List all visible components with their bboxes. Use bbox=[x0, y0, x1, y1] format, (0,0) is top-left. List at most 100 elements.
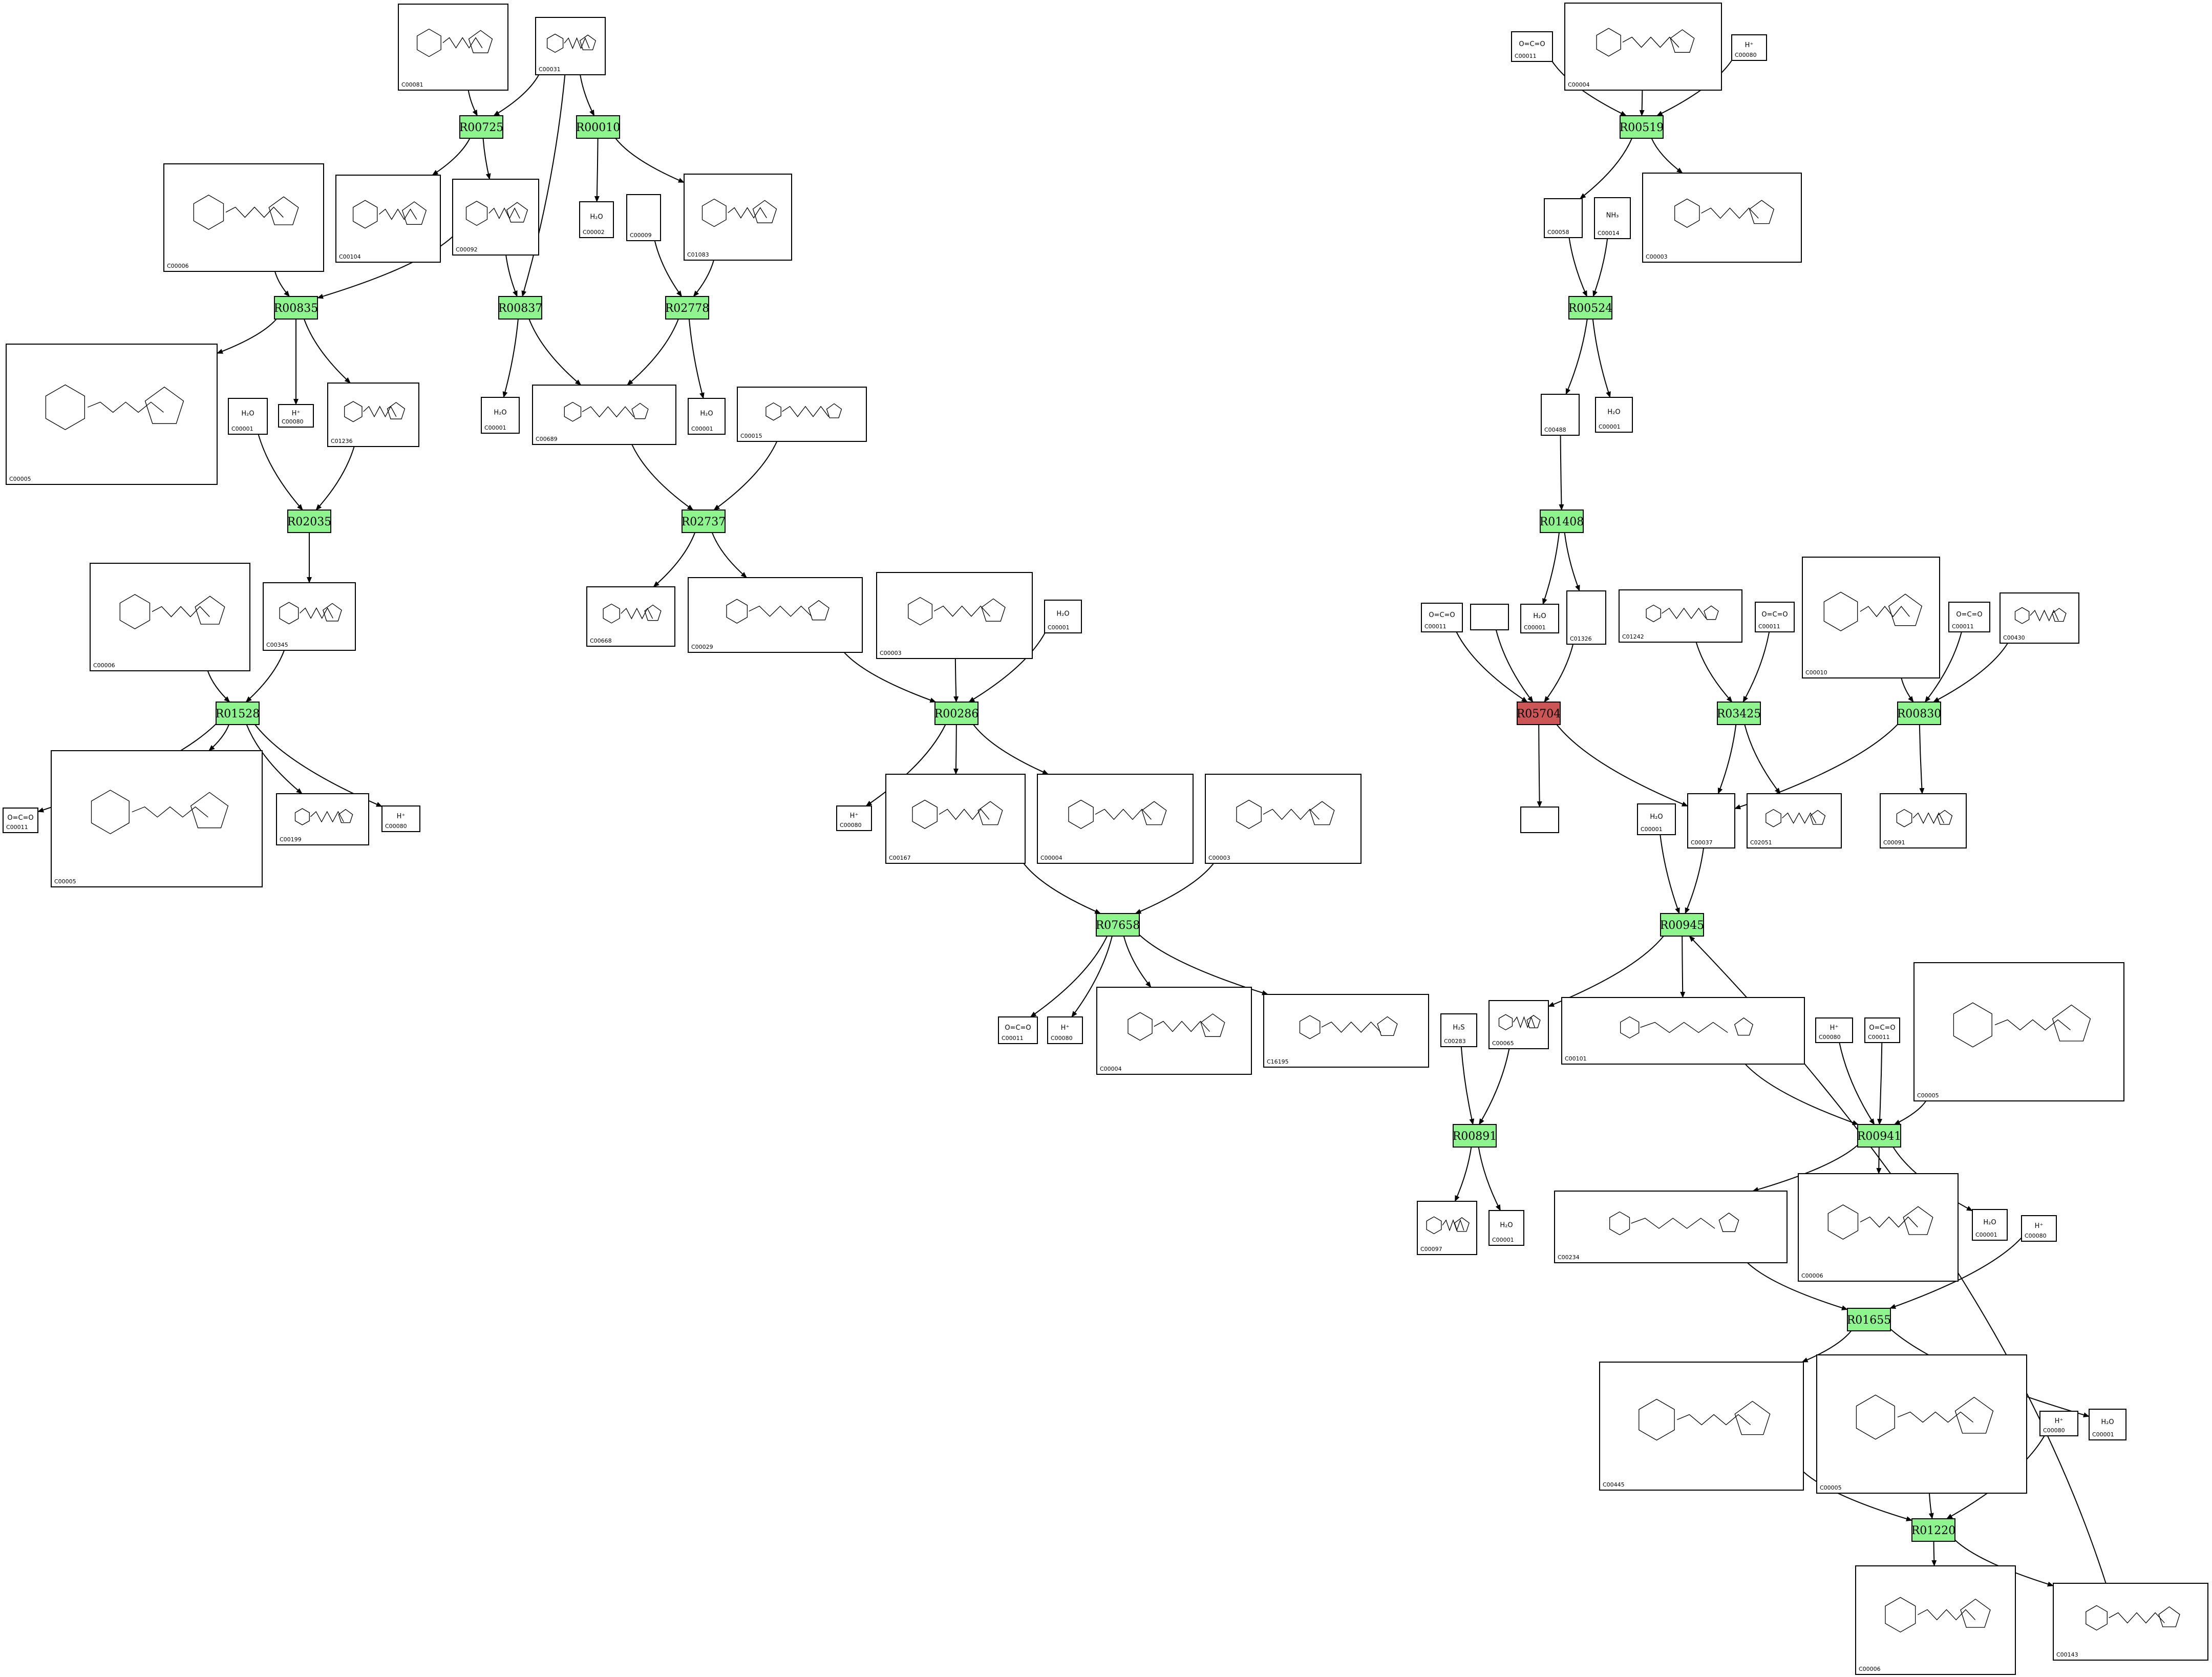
compound-node[interactable]: C01242 bbox=[1619, 589, 1742, 643]
reaction-node[interactable]: R00519 bbox=[1620, 115, 1664, 139]
reaction-node[interactable]: R01220 bbox=[1911, 1518, 1956, 1542]
compound-node[interactable]: C00689 bbox=[532, 385, 676, 445]
reaction-node[interactable]: R02737 bbox=[682, 510, 726, 533]
compound-node[interactable]: C00430 bbox=[2000, 592, 2079, 644]
compound-node[interactable]: C00015 bbox=[737, 387, 867, 442]
compound-node[interactable]: C16195 bbox=[1263, 994, 1429, 1068]
compound-node[interactable]: C00005 bbox=[51, 750, 263, 887]
reaction-edge bbox=[1592, 319, 1611, 398]
compound-node[interactable] bbox=[1470, 604, 1509, 630]
compound-node[interactable]: H⁺C00080 bbox=[278, 404, 314, 428]
compound-node[interactable]: C00031 bbox=[535, 17, 606, 75]
reaction-edge bbox=[1564, 532, 1580, 591]
compound-node[interactable]: C01083 bbox=[684, 174, 792, 261]
compound-node[interactable]: H⁺C00080 bbox=[381, 805, 420, 832]
compound-node[interactable]: C00009 bbox=[626, 194, 661, 241]
reaction-node[interactable]: R01408 bbox=[1540, 510, 1584, 533]
compound-node[interactable]: C01326 bbox=[1566, 590, 1606, 645]
reaction-edge bbox=[580, 74, 595, 116]
compound-node[interactable]: C00004 bbox=[1096, 987, 1252, 1075]
reaction-node[interactable]: R00524 bbox=[1568, 296, 1613, 320]
compound-node[interactable]: C00065 bbox=[1488, 1000, 1549, 1049]
compound-node[interactable]: C01236 bbox=[327, 383, 419, 447]
reaction-node[interactable]: R01528 bbox=[216, 702, 260, 725]
compound-node[interactable]: C00104 bbox=[335, 175, 441, 263]
compound-node[interactable]: H⁺C00080 bbox=[1815, 1017, 1853, 1043]
compound-node[interactable]: C00199 bbox=[276, 793, 369, 845]
reaction-node[interactable]: R02035 bbox=[287, 510, 332, 533]
compound-node[interactable]: C00005 bbox=[1913, 962, 2124, 1101]
compound-node[interactable]: C00092 bbox=[452, 179, 539, 256]
reaction-node[interactable]: R00891 bbox=[1453, 1124, 1497, 1148]
compound-node[interactable]: C02051 bbox=[1747, 793, 1842, 848]
compound-node[interactable]: C00091 bbox=[1880, 793, 1967, 848]
reaction-node[interactable]: R03425 bbox=[1717, 702, 1761, 725]
reaction-node[interactable]: R07658 bbox=[1096, 913, 1140, 937]
compound-node[interactable]: C00668 bbox=[586, 586, 675, 647]
compound-node[interactable]: H⁺C00080 bbox=[1731, 34, 1767, 61]
compound-node[interactable]: C00488 bbox=[1541, 394, 1580, 436]
compound-node[interactable]: C00005 bbox=[6, 344, 218, 485]
compound-node[interactable]: C00081 bbox=[398, 4, 508, 91]
compound-node[interactable]: C00003 bbox=[1642, 173, 1802, 263]
compound-node[interactable]: C00006 bbox=[1855, 1565, 2016, 1675]
compound-node[interactable]: C00003 bbox=[876, 572, 1033, 659]
reaction-node[interactable]: R00837 bbox=[498, 296, 543, 320]
compound-node[interactable]: C00101 bbox=[1561, 997, 1805, 1065]
compound-node[interactable]: C00004 bbox=[1037, 774, 1194, 864]
compound-node[interactable]: C00234 bbox=[1554, 1191, 1788, 1263]
reaction-node[interactable]: R00010 bbox=[576, 115, 621, 139]
reaction-node[interactable]: R00835 bbox=[274, 296, 318, 320]
reaction-node[interactable]: R00945 bbox=[1660, 913, 1705, 937]
compound-node[interactable]: C00006 bbox=[163, 163, 324, 272]
reaction-node[interactable]: R05704 bbox=[1517, 702, 1561, 725]
compound-node[interactable] bbox=[1520, 806, 1559, 833]
compound-node[interactable]: H⁺C00080 bbox=[1047, 1016, 1083, 1044]
reaction-node[interactable]: R00286 bbox=[934, 702, 979, 725]
compound-node[interactable]: C00143 bbox=[2053, 1583, 2208, 1661]
compound-node[interactable]: C00006 bbox=[1798, 1173, 1959, 1282]
compound-node[interactable]: C00445 bbox=[1599, 1362, 1804, 1491]
compound-node[interactable]: C00345 bbox=[263, 582, 356, 651]
compound-node[interactable]: C00006 bbox=[90, 563, 250, 671]
compound-node[interactable]: C00097 bbox=[1417, 1201, 1477, 1255]
reaction-node[interactable]: R00941 bbox=[1857, 1124, 1902, 1148]
compound-node[interactable]: C00058 bbox=[1544, 198, 1583, 238]
reaction-edge bbox=[711, 532, 747, 578]
compound-node[interactable]: C00004 bbox=[1564, 3, 1722, 91]
reaction-edge bbox=[1752, 1144, 1858, 1192]
reaction-node[interactable]: R00830 bbox=[1897, 702, 1942, 725]
reaction-node[interactable]: R01655 bbox=[1847, 1308, 1891, 1331]
compound-node[interactable]: C00003 bbox=[1205, 774, 1362, 864]
compound-node[interactable]: C00010 bbox=[1802, 557, 1940, 678]
compound-node[interactable]: H⁺C00080 bbox=[2039, 1411, 2078, 1436]
compound-node[interactable]: C00029 bbox=[688, 577, 863, 653]
compound-node[interactable]: H⁺C00080 bbox=[2021, 1215, 2057, 1242]
compound-node[interactable]: C00037 bbox=[1687, 793, 1735, 848]
compound-node[interactable]: C00005 bbox=[1816, 1354, 2027, 1494]
reaction-node[interactable]: R02778 bbox=[665, 296, 710, 320]
reaction-node[interactable]: R00725 bbox=[459, 115, 504, 139]
compound-node[interactable]: H⁺C00080 bbox=[836, 805, 872, 831]
compound-node[interactable]: C00167 bbox=[885, 774, 1026, 864]
